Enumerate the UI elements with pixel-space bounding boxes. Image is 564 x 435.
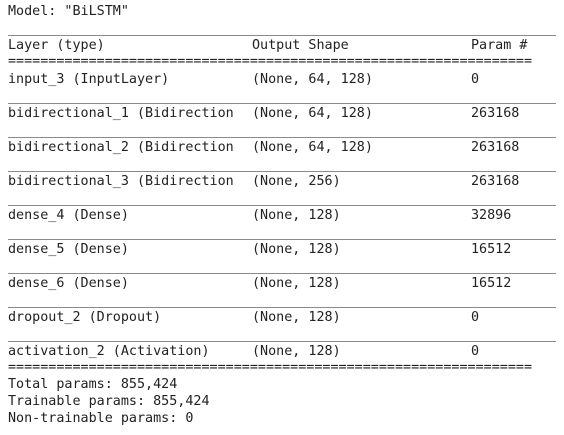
table-row: bidirectional_1 (Bidirection (None, 64, … <box>8 105 556 122</box>
layer-name: input_3 (InputLayer) <box>8 72 170 87</box>
output-shape: (None, 128) <box>252 310 341 325</box>
layer-name: dense_4 (Dense) <box>8 208 129 223</box>
table-row: dense_6 (Dense) (None, 128) 16512 <box>8 275 556 292</box>
param-count: 0 <box>471 72 480 87</box>
output-shape: (None, 128) <box>252 276 341 291</box>
layer-name: bidirectional_2 (Bidirection <box>8 140 234 155</box>
output-shape: (None, 64, 128) <box>252 140 373 155</box>
table-row: dense_5 (Dense) (None, 128) 16512 <box>8 241 556 258</box>
row-rule <box>8 307 556 308</box>
header-output-shape: Output Shape <box>252 38 349 53</box>
row-rule <box>8 137 556 138</box>
output-shape: (None, 64, 128) <box>252 106 373 121</box>
model-title: Model: "BiLSTM" <box>8 4 129 19</box>
param-count: 263168 <box>471 106 520 121</box>
row-rule <box>8 341 556 342</box>
table-row: dense_4 (Dense) (None, 128) 32896 <box>8 207 556 224</box>
param-count: 0 <box>471 344 480 359</box>
row-rule <box>8 103 556 104</box>
table-row: dropout_2 (Dropout) (None, 128) 0 <box>8 309 556 326</box>
output-shape: (None, 256) <box>252 174 341 189</box>
layer-name: dropout_2 (Dropout) <box>8 310 162 325</box>
layer-name: bidirectional_1 (Bidirection <box>8 106 234 121</box>
output-shape: (None, 128) <box>252 208 341 223</box>
table-row: bidirectional_3 (Bidirection (None, 256)… <box>8 173 556 190</box>
row-rule <box>8 239 556 240</box>
row-rule <box>8 205 556 206</box>
header-layer-type: Layer (type) <box>8 38 105 53</box>
header-top-rule <box>8 35 556 36</box>
output-shape: (None, 128) <box>252 344 341 359</box>
table-row: activation_2 (Activation) (None, 128) 0 <box>8 343 556 360</box>
param-count: 32896 <box>471 208 512 223</box>
table-row: input_3 (InputLayer) (None, 64, 128) 0 <box>8 71 556 88</box>
header-row: Layer (type) Output Shape Param # <box>8 37 556 54</box>
param-count: 16512 <box>471 276 512 291</box>
non-trainable-params: Non-trainable params: 0 <box>8 411 194 426</box>
footer-double-rule: ========================================… <box>8 360 533 375</box>
total-params: Total params: 855,424 <box>8 377 178 392</box>
row-rule <box>8 273 556 274</box>
param-count: 263168 <box>471 174 520 189</box>
param-count: 263168 <box>471 140 520 155</box>
output-shape: (None, 64, 128) <box>252 72 373 87</box>
table-row: bidirectional_2 (Bidirection (None, 64, … <box>8 139 556 156</box>
param-count: 0 <box>471 310 480 325</box>
param-count: 16512 <box>471 242 512 257</box>
layer-name: dense_6 (Dense) <box>8 276 129 291</box>
row-rule <box>8 171 556 172</box>
layer-name: dense_5 (Dense) <box>8 242 129 257</box>
layer-name: bidirectional_3 (Bidirection <box>8 174 234 189</box>
layer-name: activation_2 (Activation) <box>8 344 210 359</box>
trainable-params: Trainable params: 855,424 <box>8 394 210 409</box>
header-double-rule: ========================================… <box>8 54 533 69</box>
header-param-count: Param # <box>471 38 528 53</box>
output-shape: (None, 128) <box>252 242 341 257</box>
